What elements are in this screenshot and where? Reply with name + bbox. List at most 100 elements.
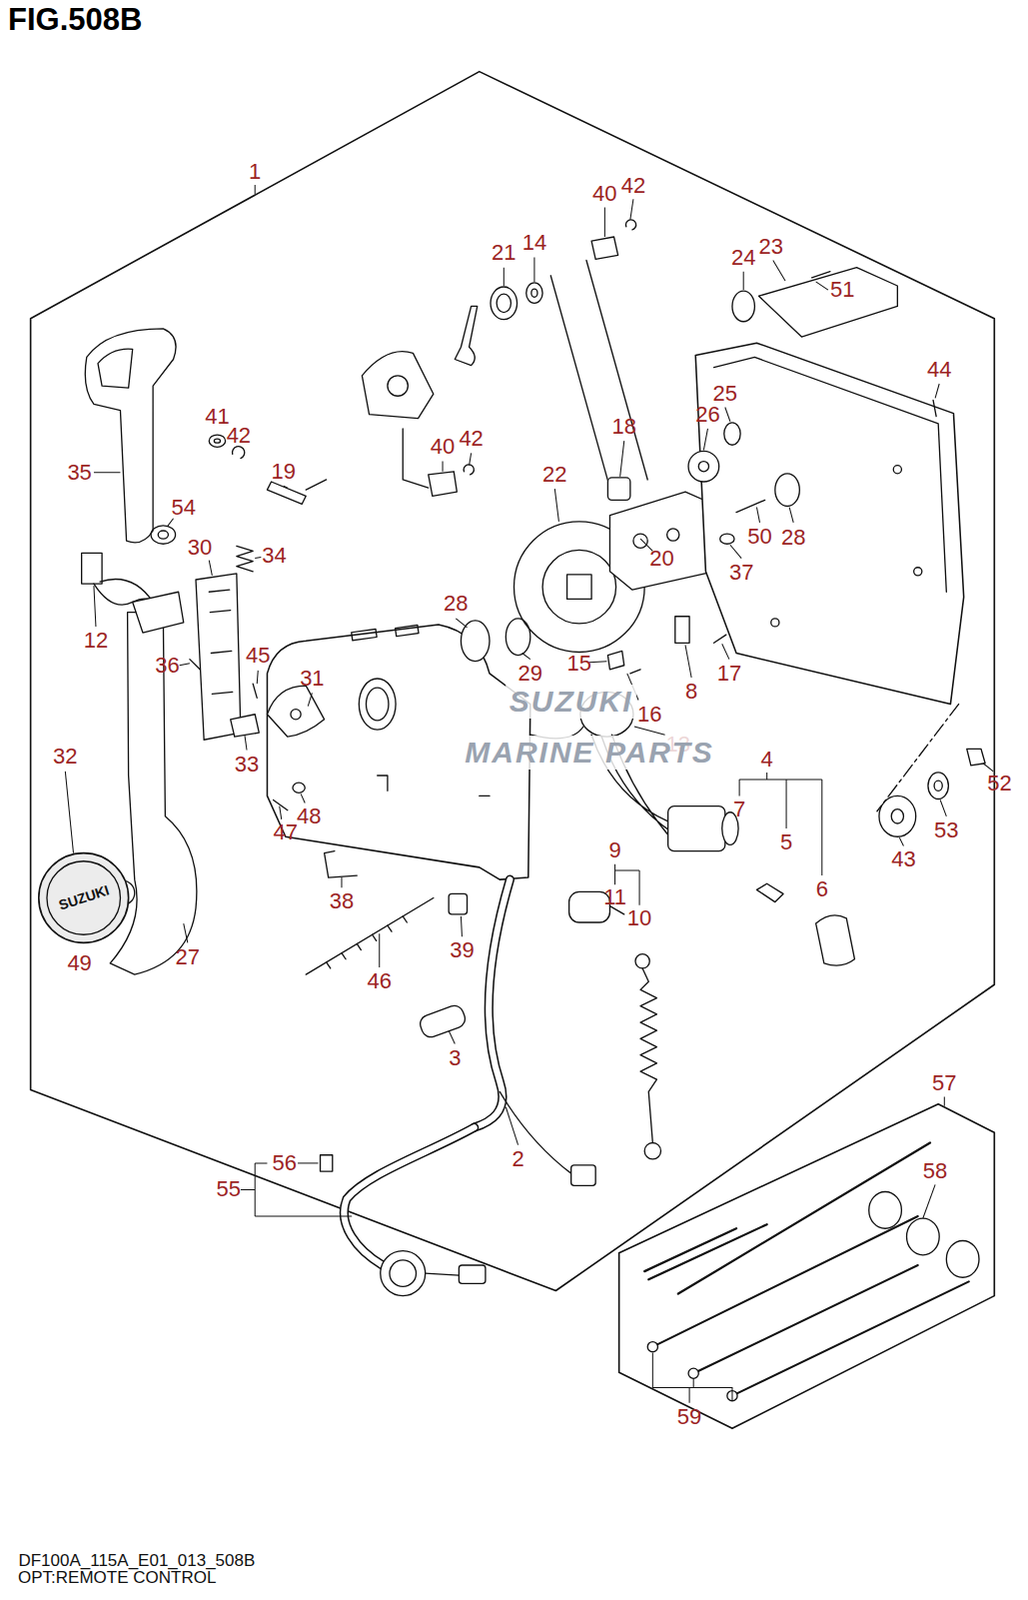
callout-number: 54 — [171, 496, 196, 519]
illustration-line — [609, 491, 718, 590]
callout-number: 22 — [542, 463, 567, 486]
illustration-line — [97, 348, 133, 388]
callout-number: 51 — [830, 278, 855, 301]
callout-number: 40 — [592, 182, 617, 205]
illustration-line — [448, 893, 467, 914]
callout-number: 10 — [627, 907, 652, 930]
illustration-line — [305, 479, 326, 490]
illustration-line — [652, 1352, 733, 1403]
illustration-line — [625, 219, 636, 230]
callout-number: 8 — [685, 680, 698, 703]
illustration-line — [195, 573, 241, 740]
illustration-line — [877, 704, 960, 812]
illustration-line — [933, 399, 937, 416]
illustration-line — [652, 1215, 969, 1396]
logo-text: SUZUKI — [55, 882, 111, 914]
callout-number: 47 — [273, 821, 298, 844]
callout-number: 23 — [759, 235, 784, 258]
callout-number: 28 — [443, 592, 468, 615]
illustration-line — [395, 624, 419, 636]
illustration-line — [688, 450, 720, 482]
illustration-line — [389, 1259, 417, 1287]
illustration-line — [775, 473, 801, 507]
illustration-line — [64, 771, 73, 854]
illustration — [30, 71, 996, 1429]
illustration-line — [526, 282, 543, 303]
illustration-line — [351, 628, 377, 640]
callout-number: 31 — [299, 667, 324, 690]
illustration-line — [695, 342, 964, 704]
illustration-line — [132, 591, 184, 633]
illustration-line — [505, 618, 530, 656]
callout-number: 37 — [729, 561, 754, 584]
callout-number: 24 — [731, 246, 756, 269]
callout-number: 26 — [695, 403, 720, 426]
illustration-line — [720, 533, 735, 544]
callout-number: 28 — [781, 526, 806, 549]
callout-number: 42 — [621, 174, 646, 197]
illustration-line — [402, 428, 429, 488]
illustration-line — [454, 305, 477, 365]
illustration-line — [496, 293, 511, 312]
illustration-line — [341, 877, 462, 968]
illustration-line — [756, 883, 784, 902]
illustration-line — [377, 775, 490, 796]
callout-number: 5 — [780, 831, 793, 854]
illustration-line — [46, 861, 121, 936]
illustration-line — [688, 1367, 699, 1378]
leader-lines — [64, 184, 994, 1403]
illustration-line — [946, 1240, 980, 1278]
illustration-line — [640, 968, 657, 1143]
callout-number: 6 — [816, 878, 829, 901]
callout-number: 38 — [329, 890, 354, 913]
watermark: MARINE PARTS — [460, 735, 719, 770]
illustration-line — [550, 259, 648, 488]
callout-number: 48 — [296, 805, 321, 828]
illustration-line — [256, 653, 531, 707]
callout-number: 29 — [518, 662, 543, 685]
illustration-line — [343, 1126, 474, 1265]
illustration-line — [266, 685, 324, 737]
illustration-line — [297, 1161, 318, 1163]
illustration-line — [448, 1029, 455, 1043]
illustration-line — [290, 709, 301, 720]
illustration-line — [736, 499, 766, 512]
illustration-line — [305, 898, 434, 976]
callout-number: 1 — [248, 160, 261, 183]
illustration-line — [531, 288, 538, 297]
illustration-line — [607, 650, 624, 669]
callout-number: 3 — [448, 1046, 461, 1069]
illustration-line — [647, 1341, 658, 1352]
illustration-line — [607, 477, 630, 500]
illustration-line — [928, 772, 949, 800]
illustration-line — [474, 879, 511, 1127]
illustration-line — [213, 438, 220, 443]
illustration-line — [387, 375, 408, 396]
illustration-line — [93, 472, 174, 527]
figure-caption: OPT:REMOTE CONTROL — [17, 1567, 216, 1588]
callout-number: 2 — [511, 1147, 524, 1170]
illustration-line — [619, 1103, 996, 1429]
callout-number: 20 — [649, 547, 674, 570]
illustration-line — [891, 809, 904, 824]
illustration-line — [157, 530, 168, 539]
illustration-line — [644, 1142, 931, 1294]
illustration-line — [630, 669, 641, 674]
illustration-line — [189, 659, 200, 670]
illustration-line — [698, 461, 709, 472]
callout-number: 39 — [449, 939, 474, 962]
illustration-line — [230, 714, 260, 737]
illustration-line — [633, 533, 648, 548]
callout-number: 35 — [66, 461, 91, 484]
illustration-line — [30, 71, 996, 1291]
illustration-line — [361, 351, 433, 419]
illustration-line — [743, 259, 829, 290]
figure-title: FIG.508B — [7, 1, 142, 38]
callout-number: 41 — [204, 405, 229, 428]
callout-number: 55 — [215, 1177, 240, 1200]
callout-number: 14 — [522, 231, 547, 254]
callout-number: 27 — [175, 946, 200, 969]
illustration-line — [893, 465, 902, 474]
callout-number: 9 — [608, 839, 621, 862]
